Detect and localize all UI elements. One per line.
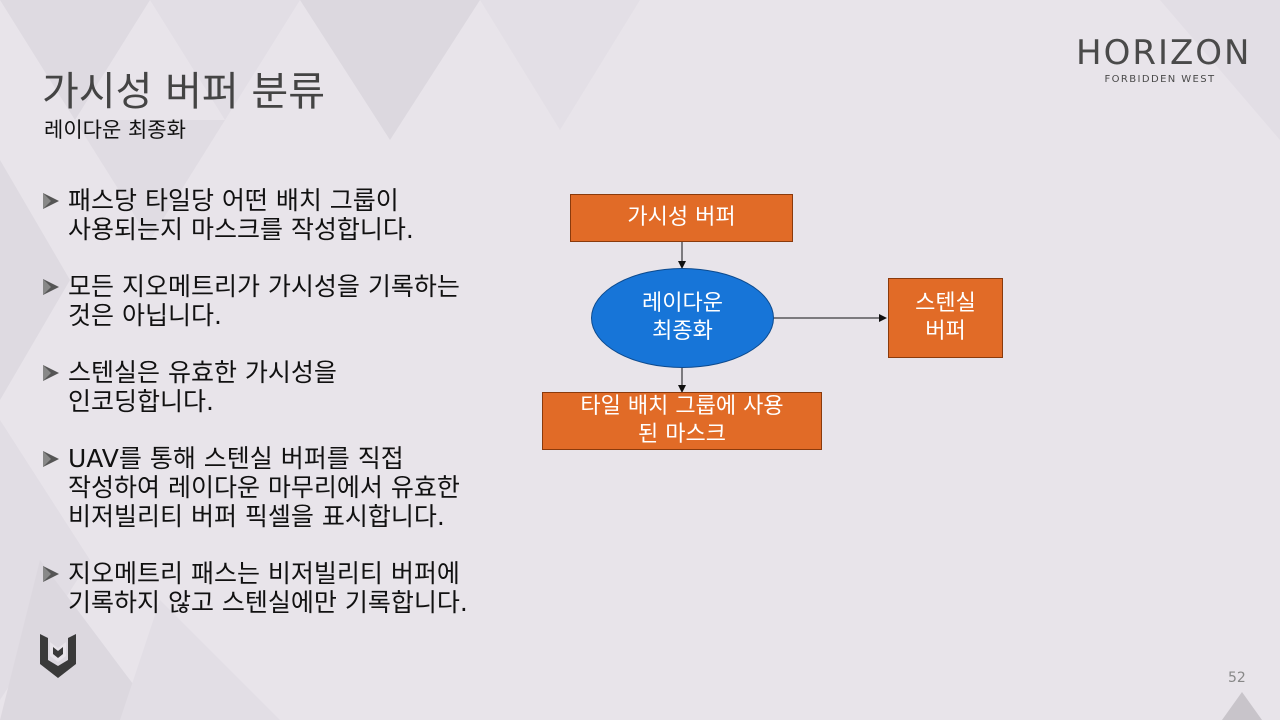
page-number: 52 — [1228, 670, 1246, 686]
corner-triangle — [1222, 692, 1262, 720]
page-title: 가시성 버퍼 분류 — [42, 69, 326, 115]
bullet-item: 모든 지오메트리가 가시성을 기록하는 것은 아닙니다. — [40, 272, 540, 330]
logo-main-text: HORIZON — [1076, 33, 1252, 73]
bullet-item: 지오메트리 패스는 비저빌리티 버퍼에 기록하지 않고 스텐실에만 기록합니다. — [40, 559, 540, 617]
bullet-text: 지오메트리 패스는 비저빌리티 버퍼에 기록하지 않고 스텐실에만 기록합니다. — [68, 559, 468, 617]
bullet-text: 스텐실은 유효한 가시성을 인코딩합니다. — [68, 358, 337, 416]
triangle-bullet-icon — [43, 279, 59, 295]
diagram-arrows — [678, 242, 887, 393]
studio-logo-icon — [40, 634, 76, 678]
stencil-buffer-box: 스텐실 버퍼 — [888, 278, 1003, 358]
bullet-item: 패스당 타일당 어떤 배치 그룹이 사용되는지 마스크를 작성합니다. — [40, 186, 540, 244]
bullet-text: 모든 지오메트리가 가시성을 기록하는 것은 아닙니다. — [68, 272, 460, 330]
triangle-bullet-icon — [43, 193, 59, 209]
bullet-text: 패스당 타일당 어떤 배치 그룹이 사용되는지 마스크를 작성합니다. — [68, 186, 414, 244]
bullet-item: 스텐실은 유효한 가시성을 인코딩합니다. — [40, 358, 540, 416]
page-subtitle: 레이다운 최종화 — [44, 118, 186, 142]
flow-diagram: 가시성 버퍼 레이다운 최종화 스텐실 버퍼 타일 배치 그룹에 사용 된 마스… — [540, 180, 1020, 470]
bullet-list: 패스당 타일당 어떤 배치 그룹이 사용되는지 마스크를 작성합니다. 모든 지… — [40, 186, 540, 617]
tile-mask-box: 타일 배치 그룹에 사용 된 마스크 — [542, 392, 822, 450]
logo-sub-text: FORBIDDEN WEST — [1104, 74, 1216, 85]
bullet-item: UAV를 통해 스텐실 버퍼를 직접 작성하여 레이다운 마무리에서 유효한 비… — [40, 444, 540, 531]
bullet-text: UAV를 통해 스텐실 버퍼를 직접 작성하여 레이다운 마무리에서 유효한 비… — [68, 444, 460, 531]
triangle-bullet-icon — [43, 451, 59, 467]
visibility-buffer-box: 가시성 버퍼 — [570, 194, 793, 242]
horizon-logo: HORIZON FORBIDDEN WEST — [1076, 33, 1252, 92]
laydown-finalize-ellipse: 레이다운 최종화 — [591, 268, 774, 368]
triangle-bullet-icon — [43, 365, 59, 381]
triangle-bullet-icon — [43, 566, 59, 582]
